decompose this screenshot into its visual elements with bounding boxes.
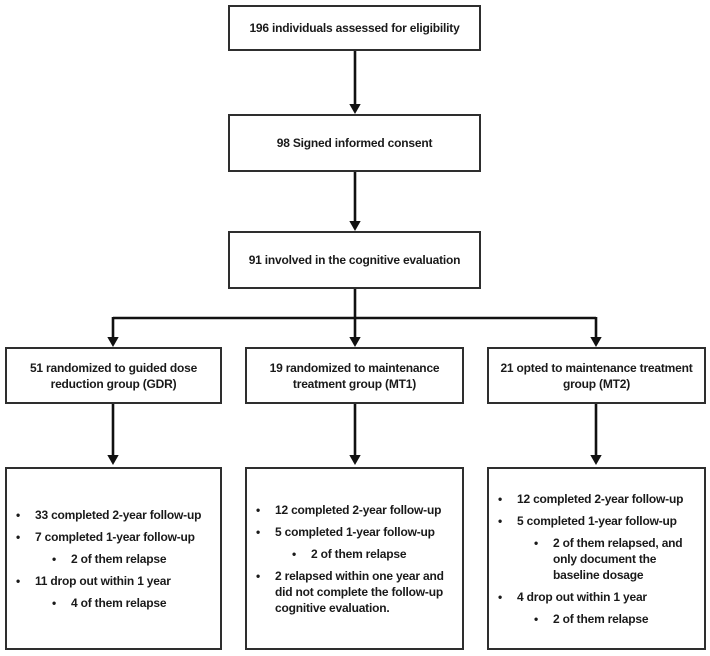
bullet-icon: • — [16, 529, 21, 544]
outcome-subitem: • 2 of them relapse — [530, 611, 698, 627]
bullet-icon: • — [256, 568, 261, 583]
outcome-item-text: 2 of them relapse — [71, 551, 167, 566]
outcome-item: • 5 completed 1-year follow-up — [252, 524, 456, 540]
bullet-icon: • — [256, 524, 261, 539]
outcome-item: • 11 drop out within 1 year — [12, 573, 214, 589]
flow-box-group-mt1-text: 19 randomized to maintenance treatment g… — [269, 360, 440, 391]
outcome-subitem: • 2 of them relapse — [288, 546, 456, 562]
arrow-consent-to-cognitive — [349, 172, 361, 231]
outcome-item: • 4 drop out within 1 year — [494, 589, 698, 605]
outcome-item-text: 12 completed 2-year follow-up — [517, 491, 684, 506]
outcome-subitem: • 4 of them relapse — [48, 595, 214, 611]
bullet-icon: • — [52, 551, 57, 566]
flow-box-outcomes-gdr: • 33 completed 2-year follow-up • 7 comp… — [5, 467, 222, 650]
outcome-item-text: 5 completed 1-year follow-up — [275, 524, 435, 539]
flow-box-outcomes-mt2: • 12 completed 2-year follow-up • 5 comp… — [487, 467, 706, 650]
flow-box-eligibility: 196 individuals assessed for eligibility — [228, 5, 481, 51]
arrow-mt1-to-outcomes — [349, 404, 361, 465]
bullet-icon: • — [498, 513, 503, 528]
outcome-subitem: • 2 of them relapsed, and only document … — [530, 535, 698, 583]
outcome-item-text: 2 of them relapse — [311, 546, 407, 561]
flow-box-group-mt2-text: 21 opted to maintenance treatment group … — [500, 360, 693, 391]
flow-box-group-gdr-text: 51 randomized to guided dose reduction g… — [29, 360, 198, 391]
outcome-item-text: 2 of them relapsed, and only document th… — [553, 535, 683, 582]
flow-box-consent: 98 Signed informed consent — [228, 114, 481, 172]
outcome-item: • 5 completed 1-year follow-up — [494, 513, 698, 529]
outcome-subitem: • 2 of them relapse — [48, 551, 214, 567]
bullet-icon: • — [534, 611, 539, 626]
flow-box-consent-text: 98 Signed informed consent — [276, 136, 433, 150]
flow-box-group-gdr: 51 randomized to guided dose reduction g… — [5, 347, 222, 404]
bullet-icon: • — [256, 502, 261, 517]
outcome-item-text: 2 of them relapse — [553, 611, 649, 626]
flow-box-cognitive: 91 involved in the cognitive evaluation — [228, 231, 481, 289]
arrow-mt2-to-outcomes — [590, 404, 602, 465]
outcome-item: • 12 completed 2-year follow-up — [494, 491, 698, 507]
bullet-icon: • — [292, 546, 297, 561]
flow-box-outcomes-mt1: • 12 completed 2-year follow-up • 5 comp… — [245, 467, 464, 650]
outcome-item-text: 7 completed 1-year follow-up — [35, 529, 195, 544]
outcome-item-text: 33 completed 2-year follow-up — [35, 507, 202, 522]
bullet-icon: • — [498, 491, 503, 506]
flow-box-group-mt1: 19 randomized to maintenance treatment g… — [245, 347, 464, 404]
outcome-item: • 7 completed 1-year follow-up — [12, 529, 214, 545]
outcome-item: • 33 completed 2-year follow-up — [12, 507, 214, 523]
bullet-icon: • — [16, 573, 21, 588]
outcome-item: • 12 completed 2-year follow-up — [252, 502, 456, 518]
flow-box-eligibility-text: 196 individuals assessed for eligibility — [249, 21, 460, 35]
outcome-item-text: 4 of them relapse — [71, 595, 167, 610]
bullet-icon: • — [534, 535, 539, 550]
outcome-item-text: 4 drop out within 1 year — [517, 589, 647, 604]
flow-box-cognitive-text: 91 involved in the cognitive evaluation — [248, 253, 461, 267]
bullet-icon: • — [498, 589, 503, 604]
outcome-item-text: 11 drop out within 1 year — [35, 573, 171, 588]
arrow-eligibility-to-consent — [349, 51, 361, 114]
bullet-icon: • — [16, 507, 21, 522]
flow-box-group-mt2: 21 opted to maintenance treatment group … — [487, 347, 706, 404]
outcome-item-text: 12 completed 2-year follow-up — [275, 502, 442, 517]
outcome-item: • 2 relapsed within one year and did not… — [252, 568, 456, 616]
outcome-item-text: 2 relapsed within one year and did not c… — [275, 568, 444, 615]
arrow-gdr-to-outcomes — [107, 404, 119, 465]
arrow-split-elbow — [107, 289, 602, 347]
bullet-icon: • — [52, 595, 57, 610]
outcome-item-text: 5 completed 1-year follow-up — [517, 513, 677, 528]
